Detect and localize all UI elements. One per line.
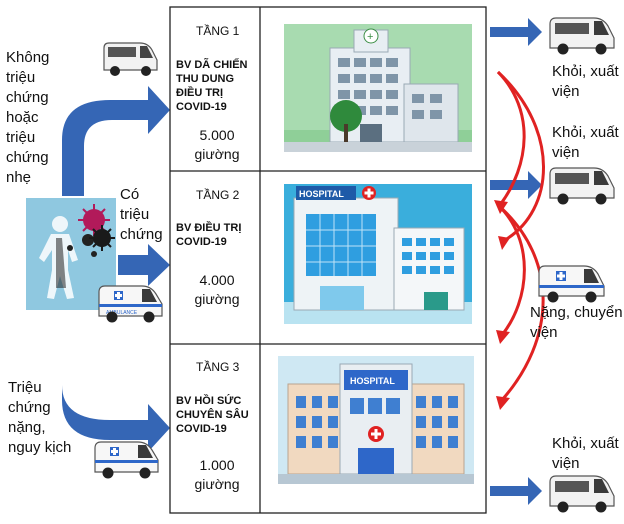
mild-symptoms-label: Không triệu chứng hoặc triệu chứng nhẹ	[6, 49, 50, 186]
tier-1-hospital-name: BV DÃ CHIẾN THU DUNG ĐIỀU TRỊ COVID-19	[176, 59, 248, 113]
discharge-label-3: Khỏi, xuất viện	[552, 435, 619, 472]
hospital-3-sign: HOSPITAL	[350, 376, 395, 386]
van-icon	[549, 167, 615, 205]
ambulance-icon	[538, 265, 605, 303]
ambulance-text: AMBULANCE	[106, 310, 138, 316]
tier-1-label: TẦNG 1	[196, 24, 240, 38]
tier-3-beds-unit: giường	[194, 476, 240, 492]
van-icon	[549, 17, 615, 55]
tier-2-beds: 4.000 giường	[180, 271, 254, 309]
discharge-label-1: Khỏi, xuất viện	[552, 63, 619, 100]
hospital-1-cross-sign: +	[367, 31, 373, 43]
tier-1-beds-unit: giường	[194, 146, 240, 162]
severe-symptoms-label: Triệu chứng nặng, nguy kịch	[8, 379, 72, 456]
tier-2-hospital-name: BV ĐIỀU TRỊ COVID-19	[176, 222, 242, 248]
tier-2-beds-unit: giường	[194, 291, 240, 307]
tier-2-beds-number: 4.000	[199, 272, 235, 288]
tier-1-beds: 5.000 giường	[180, 126, 254, 164]
tier-1-beds-number: 5.000	[199, 127, 235, 143]
ambulance-icon	[94, 441, 159, 479]
discharge-label-2: Khỏi, xuất viện	[552, 124, 619, 161]
tier-3-label: TẦNG 3	[196, 360, 240, 374]
hospital-1-illustration: +	[284, 24, 472, 152]
tier-2-label: TẦNG 2	[196, 188, 240, 202]
tier-3-hospital-name: BV HỒI SỨC CHUYÊN SÂU COVID-19	[176, 395, 249, 435]
hospital-3-illustration: HOSPITAL	[278, 356, 474, 484]
hospital-2-sign: HOSPITAL	[299, 189, 344, 199]
van-icon	[549, 475, 615, 513]
symptomatic-label: Có triệu chứng	[120, 186, 163, 243]
tier-3-beds: 1.000 giường	[180, 456, 254, 494]
ambulance-icon: AMBULANCE	[98, 285, 163, 323]
hospital-2-illustration: HOSPITAL	[284, 184, 472, 324]
tier-3-beds-number: 1.000	[199, 457, 235, 473]
van-icon	[103, 42, 158, 76]
transfer-label: Nặng, chuyển viện	[530, 304, 623, 341]
